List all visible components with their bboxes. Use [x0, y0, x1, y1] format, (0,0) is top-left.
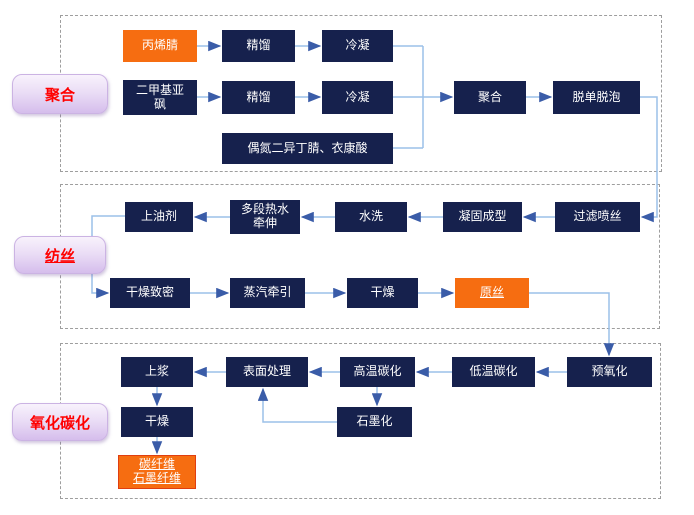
node-preoxidation: 预氧化 — [567, 357, 652, 387]
node-distillation-1: 精馏 — [222, 30, 295, 62]
node-filter-spinneret: 过滤喷丝 — [555, 202, 640, 232]
node-low-temp-carbonization: 低温碳化 — [452, 357, 535, 387]
node-oiling: 上油剂 — [125, 202, 193, 232]
node-steam-draw: 蒸汽牵引 — [230, 278, 305, 308]
node-acrylonitrile: 丙烯腈 — [123, 30, 197, 62]
node-coagulation: 凝固成型 — [443, 202, 522, 232]
node-graphitization: 石墨化 — [337, 407, 412, 437]
node-dmso: 二甲基亚 砜 — [123, 80, 197, 115]
node-demonomer-defoam: 脱单脱泡 — [553, 81, 640, 114]
stage-label-polymerization: 聚合 — [12, 74, 108, 114]
node-washing: 水洗 — [335, 202, 407, 232]
node-precursor: 原丝 — [455, 278, 529, 308]
node-dry-densify: 干燥致密 — [110, 278, 190, 308]
node-final-fiber: 碳纤维 石墨纤维 — [118, 455, 196, 489]
node-drying-spinning: 干燥 — [347, 278, 418, 308]
node-high-temp-carbonization: 高温碳化 — [340, 357, 415, 387]
node-condensation-2: 冷凝 — [322, 81, 393, 114]
node-distillation-2: 精馏 — [222, 81, 295, 114]
stage-label-oxidation-carbonization: 氧化碳化 — [12, 403, 108, 441]
node-drying-oxidation: 干燥 — [121, 407, 193, 437]
node-surface-treatment: 表面处理 — [226, 357, 308, 387]
node-condensation-1: 冷凝 — [322, 30, 393, 62]
node-polymerization: 聚合 — [454, 81, 526, 114]
node-hot-water-stretch: 多段热水 牵伸 — [230, 200, 300, 234]
stage-label-spinning: 纺丝 — [14, 236, 106, 274]
node-initiator: 偶氮二异丁腈、衣康酸 — [222, 133, 393, 164]
node-sizing: 上浆 — [121, 357, 193, 387]
